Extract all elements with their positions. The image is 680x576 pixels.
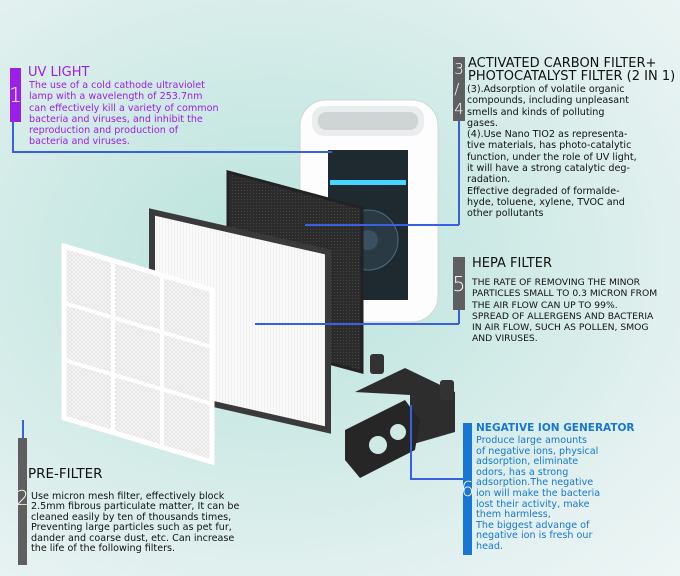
prefilter-number-badge: 2 (16, 438, 29, 565)
ion-description: Produce large amounts of negative ions, … (476, 435, 601, 552)
hepa-number-badge: 5 (453, 257, 465, 310)
ion-number-badge: 6 (461, 423, 474, 555)
uv-description: The use of a cold cathode ultraviolet la… (29, 80, 219, 148)
hepa-connector-horizontal (255, 323, 459, 325)
carbon-connector-vertical (458, 120, 460, 225)
hepa-title: HEPA FILTER (472, 256, 552, 271)
hepa-description: THE RATE OF REMOVING THE MINOR PARTICLES… (472, 277, 658, 345)
pre-filter (61, 242, 215, 466)
ion-title: NEGATIVE ION GENERATOR (476, 422, 635, 434)
prefilter-title: PRE-FILTER (28, 466, 103, 482)
prefilter-connector (22, 420, 24, 438)
uv-number-badge: 1 (9, 68, 22, 122)
prefilter-description: Use micron mesh filter, effectively bloc… (31, 491, 240, 555)
negative-ion-generator (345, 354, 455, 478)
carbon-connector-horizontal (305, 224, 459, 226)
carbon-title-line1: ACTIVATED CARBON FILTER+ (468, 56, 657, 71)
carbon-title-line2: PHOTOCATALYST FILTER (2 IN 1) (468, 69, 676, 84)
uv-title: UV LIGHT (28, 65, 90, 80)
uv-connector-vertical (12, 122, 14, 152)
carbon-description: (3).Adsorption of volatile organic compo… (467, 84, 637, 220)
carbon-number-badge: 3 / 4 (453, 57, 465, 121)
uv-connector-horizontal (12, 151, 332, 153)
hepa-connector-vertical (458, 310, 460, 324)
ion-connector-vertical (410, 405, 412, 479)
ion-connector-horizontal (410, 478, 464, 480)
